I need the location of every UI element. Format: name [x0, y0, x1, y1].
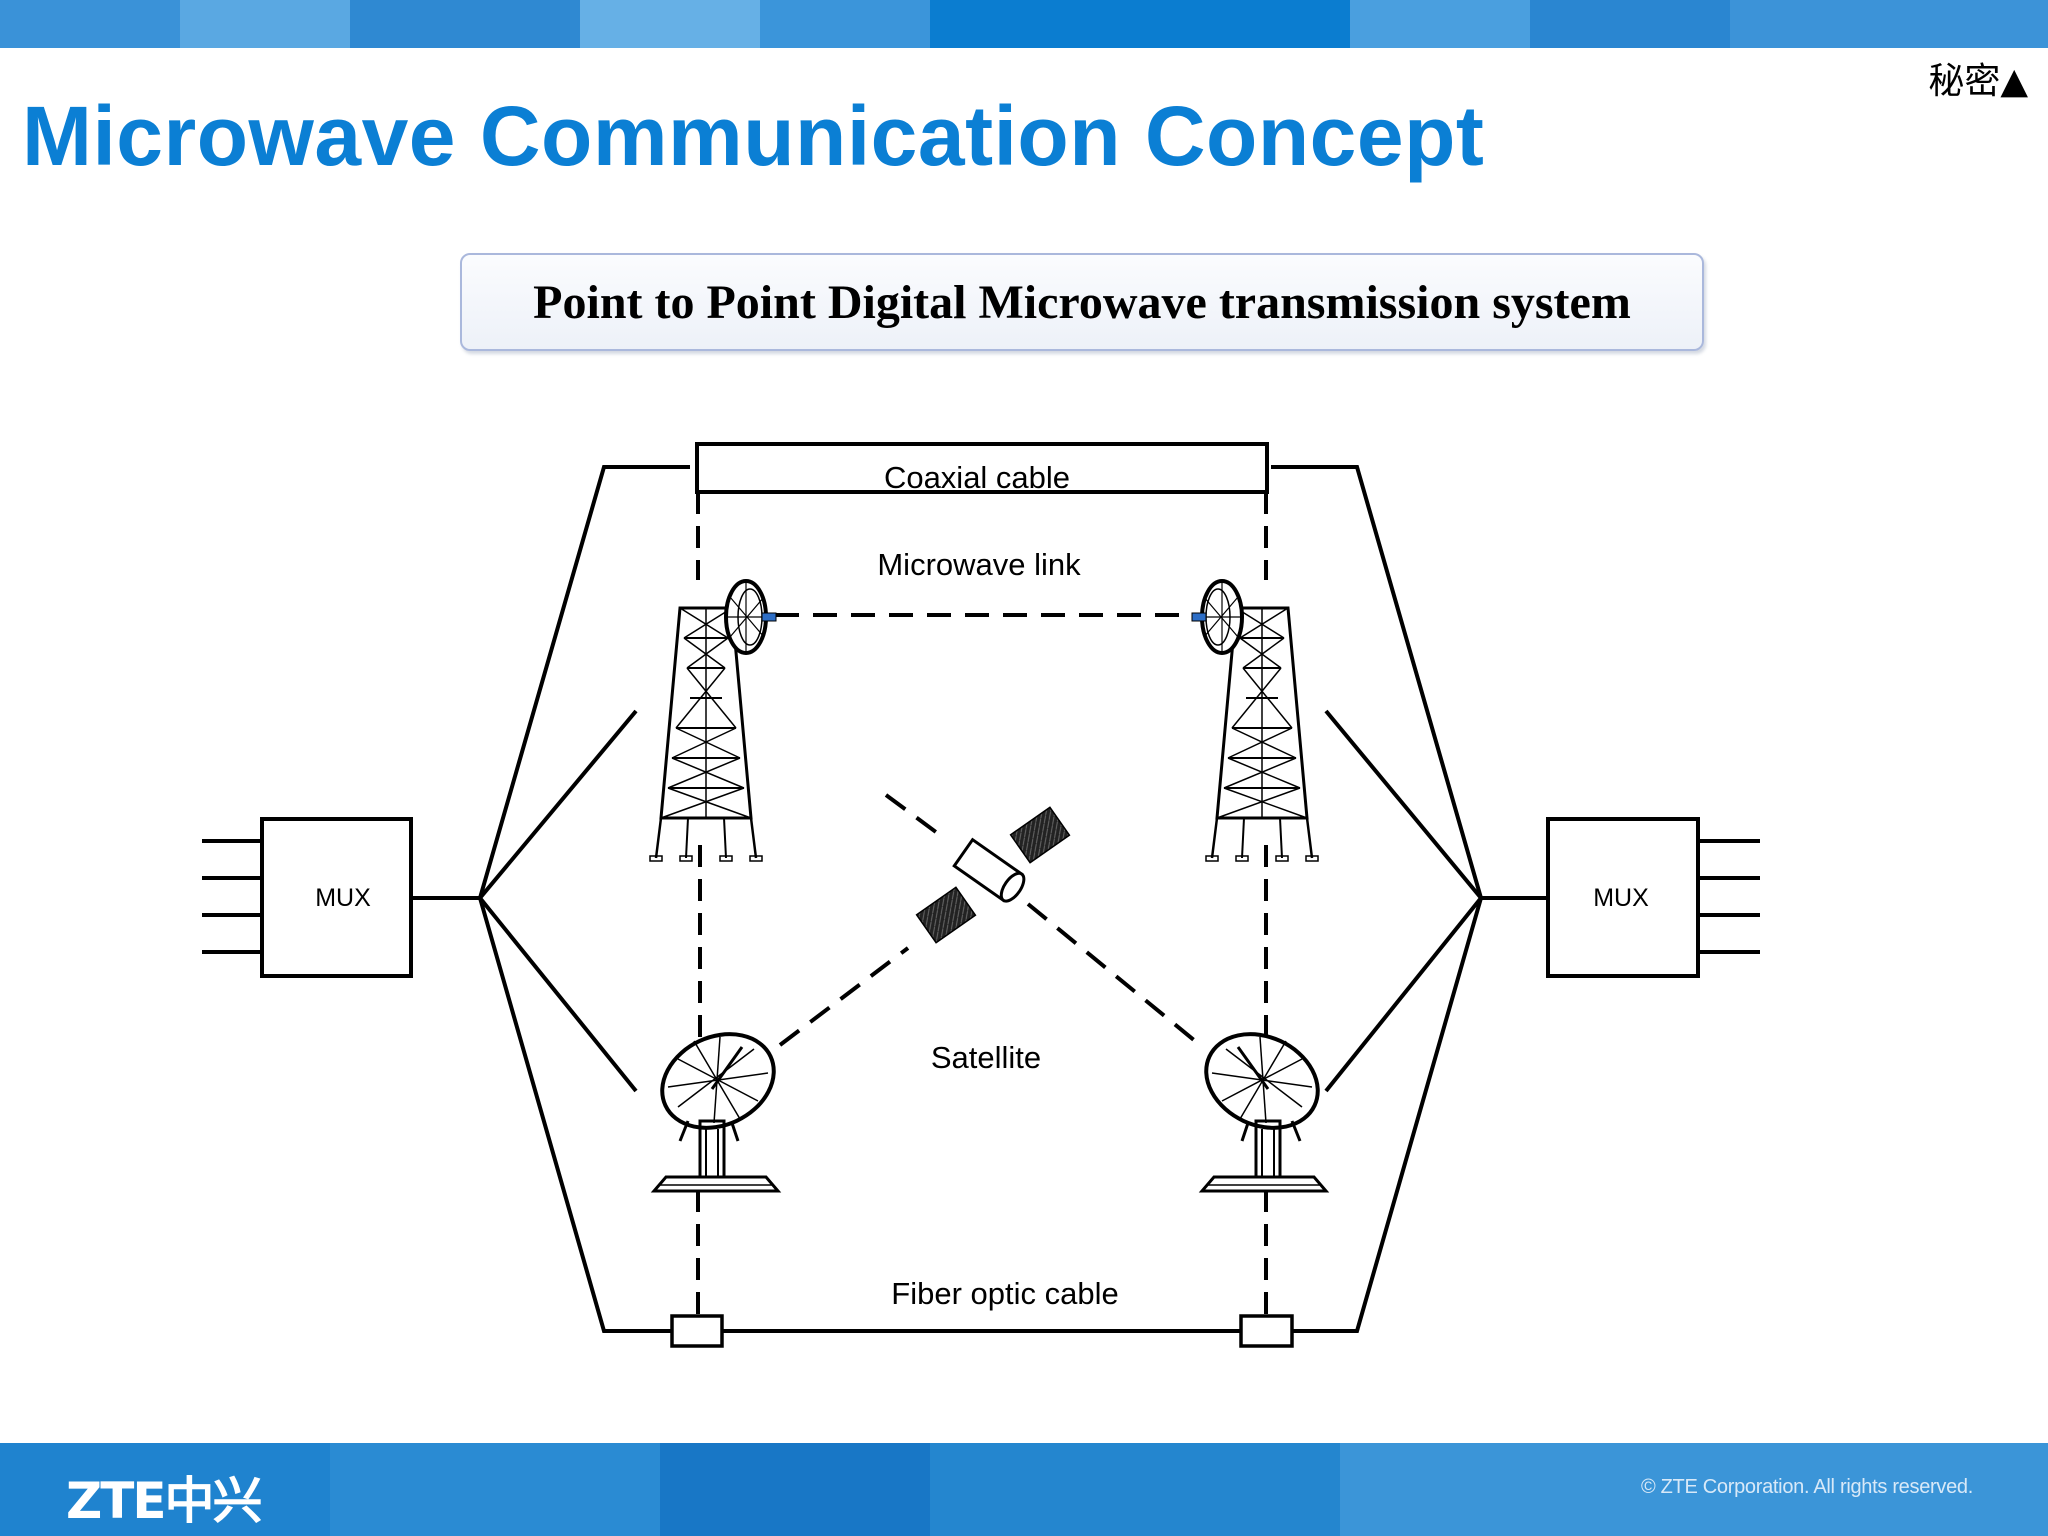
- fiber-optic-label: Fiber optic cable: [891, 1276, 1118, 1311]
- earth-station-right: [1188, 1014, 1336, 1193]
- top-band: [0, 0, 2048, 48]
- microwave-dish-right: [1190, 579, 1244, 655]
- microwave-dish-left: [724, 579, 778, 655]
- copyright-notice: © ZTE Corporation. All rights reserved.: [1640, 1476, 1973, 1498]
- uplink-path: [778, 946, 910, 1047]
- classification-label: 秘密▲: [1928, 61, 2028, 102]
- microwave-link-label: Microwave link: [877, 547, 1081, 582]
- mux-right-label: MUX: [1593, 884, 1649, 912]
- coaxial-cable-label: Coaxial cable: [884, 460, 1070, 495]
- fiber-terminal-left: [670, 1314, 724, 1348]
- zte-logo: ZTE中兴: [66, 1472, 263, 1530]
- coaxial-cable-bar: [695, 442, 1269, 494]
- right-coax-route: [1271, 465, 1483, 899]
- left-fiber-route: [478, 897, 671, 1333]
- mux-right: [1546, 817, 1760, 978]
- mux-left-label: MUX: [315, 884, 371, 912]
- satellite-icon: [915, 806, 1071, 944]
- satellite-label: Satellite: [931, 1040, 1041, 1075]
- subtitle-box: Point to Point Digital Microwave transmi…: [460, 253, 1704, 351]
- downlink-path: [1026, 902, 1202, 1047]
- footer-bar: ZTE中兴 © ZTE Corporation. All rights rese…: [0, 1443, 2048, 1536]
- earth-station-left: [644, 1014, 792, 1193]
- slide-title: Microwave Communication Concept: [22, 89, 1485, 183]
- left-coax-route: [478, 465, 690, 899]
- right-fiber-route: [1293, 897, 1483, 1333]
- mux-left: [202, 817, 413, 978]
- subtitle-text: Point to Point Digital Microwave transmi…: [533, 275, 1631, 329]
- fiber-terminal-right: [1239, 1314, 1294, 1348]
